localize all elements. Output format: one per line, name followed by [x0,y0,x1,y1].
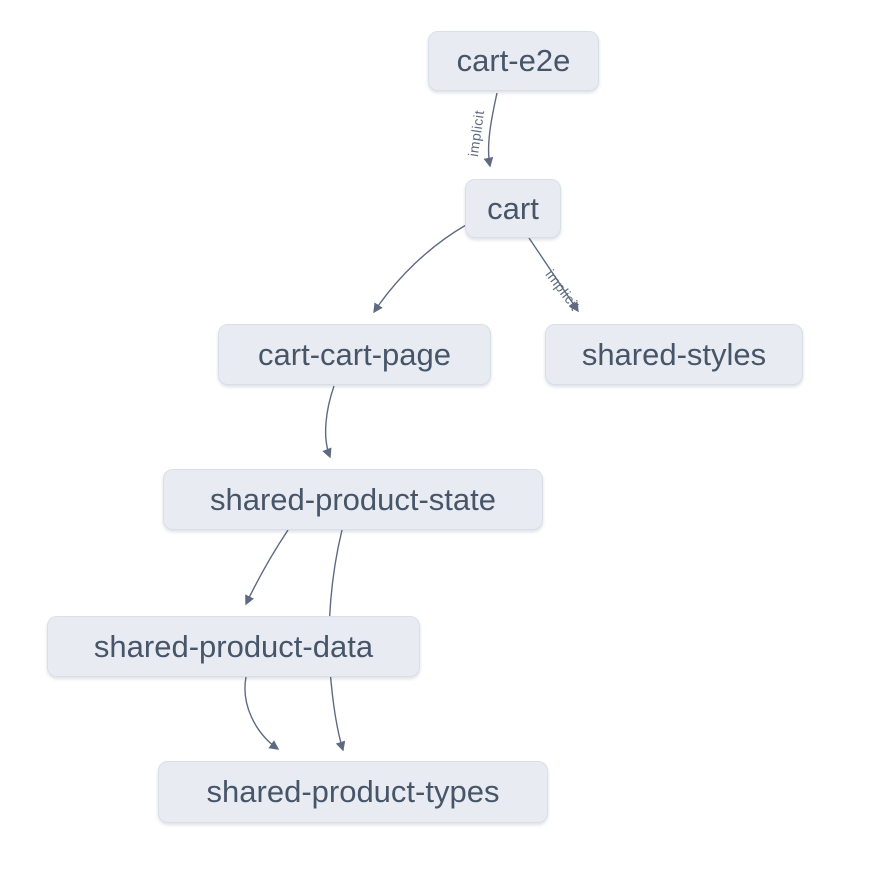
edge-cart-to-cart-cart-page [373,224,467,314]
node-cart-e2e[interactable]: cart-e2e [428,31,599,91]
edge-shared-product-state-to-shared-product-data [245,529,289,606]
node-cart[interactable]: cart [465,179,561,238]
node-label: shared-product-types [206,774,500,809]
node-shared-product-data[interactable]: shared-product-data [47,616,420,677]
node-label: shared-product-state [209,481,497,517]
node-shared-product-types[interactable]: shared-product-types [158,761,548,823]
node-shared-styles[interactable]: shared-styles [545,324,803,385]
edge-cart-cart-page-to-shared-product-state [322,385,335,459]
node-label: cart-cart-page [258,336,451,372]
node-label: cart-e2e [456,43,571,78]
edge-cart-to-shared-styles [528,237,579,313]
node-label: shared-styles [581,336,767,372]
edge-shared-product-data-to-shared-product-types [244,676,280,750]
edge-label-implicit-cart-e2e-cart: implicit [465,109,487,158]
edge-cart-e2e-to-cart [483,92,498,168]
edge-label-implicit-cart-shared-styles: implicit [543,266,584,313]
node-shared-product-state[interactable]: shared-product-state [163,469,543,530]
node-label: shared-product-data [93,628,374,664]
node-cart-cart-page[interactable]: cart-cart-page [218,324,491,385]
node-label: cart [487,190,539,226]
